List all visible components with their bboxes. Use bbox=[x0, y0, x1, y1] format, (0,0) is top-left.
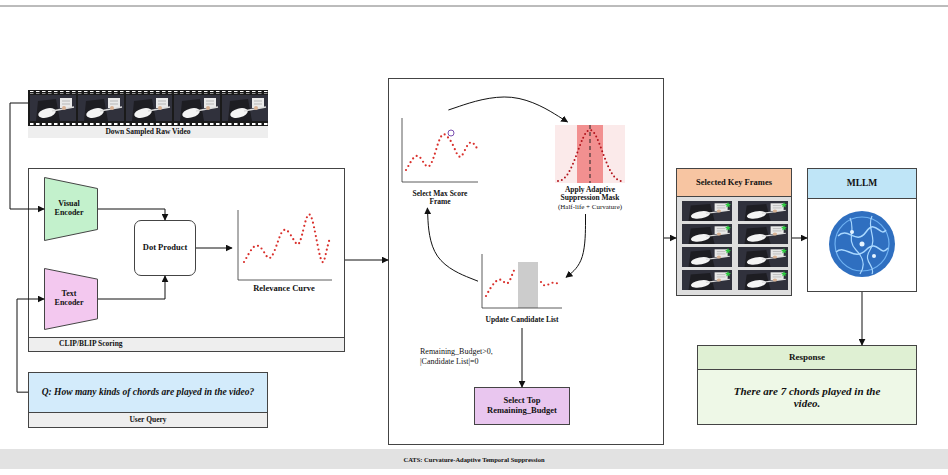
query-title: User Query bbox=[29, 412, 267, 427]
relevance-plot bbox=[238, 210, 239, 280]
film-strip bbox=[28, 123, 268, 126]
score-plot bbox=[402, 118, 478, 182]
film-strip bbox=[222, 95, 268, 121]
flow-arrow bbox=[427, 208, 478, 281]
encoder-label: Visual Encoder bbox=[47, 177, 91, 241]
query-box: Q: How many kinds of chords are played i… bbox=[28, 372, 268, 428]
score-plot bbox=[448, 130, 454, 136]
caption-band: CATS: Curvature-Adaptive Temporal Suppre… bbox=[0, 449, 948, 469]
flow-arrow bbox=[10, 103, 44, 209]
flow-arrow bbox=[792, 238, 807, 239]
trapezoid-outline bbox=[45, 178, 98, 241]
flow-arrow bbox=[345, 260, 388, 261]
candidate-plot bbox=[518, 262, 538, 308]
suppression-mask: Apply Adaptive Suppression Mask(Half-lif… bbox=[545, 122, 635, 214]
step-label: Apply Adaptive Suppression Mask bbox=[553, 185, 627, 203]
step-note: (Half-life + Curvature) bbox=[545, 203, 635, 213]
film-strip bbox=[78, 95, 124, 121]
top-rule bbox=[0, 6, 948, 7]
model-box: MLLM bbox=[807, 168, 917, 292]
keyframe-panel: Selected Key Frames bbox=[676, 168, 792, 296]
suppression-plot bbox=[555, 125, 625, 183]
chart-label: Select Max Score Frame bbox=[402, 188, 478, 208]
encoder-trapezoid: Visual Encoder bbox=[44, 177, 98, 241]
top-rule bbox=[0, 6, 948, 7]
suppression-plot bbox=[555, 125, 625, 183]
candidate-plot bbox=[482, 308, 562, 309]
encoder-trapezoid: Text Encoder bbox=[44, 268, 98, 330]
scoring-panel: Visual EncoderText Encoder Dot ProductRel… bbox=[28, 168, 345, 352]
video-strip: Down Sampled Raw Video bbox=[28, 88, 268, 138]
selection-loop: Select Max Score Frame Apply Adaptive Sup… bbox=[388, 78, 664, 445]
panel-title: MLLM bbox=[808, 169, 916, 199]
response-box: ResponseThere are 7 chords played in the… bbox=[697, 345, 917, 425]
process-label: Dot Product bbox=[135, 221, 195, 275]
flow-arrow bbox=[98, 209, 165, 220]
process-box: Dot Product bbox=[134, 220, 196, 276]
flow-arrow bbox=[566, 214, 586, 277]
score-chart: Select Max Score Frame bbox=[398, 110, 482, 208]
flow-arrow bbox=[98, 276, 165, 299]
score-plot bbox=[406, 134, 478, 170]
suppression-plot bbox=[577, 125, 603, 183]
relevance-chart: Relevance Curve bbox=[232, 203, 336, 295]
flow-arrow bbox=[448, 97, 567, 122]
film-strip bbox=[28, 91, 268, 94]
candidate-plot bbox=[486, 268, 516, 296]
edge-condition: Remaining_Budget>0, |Candidate List|=0 bbox=[420, 347, 516, 367]
panel-title: Selected Key Frames bbox=[677, 169, 791, 197]
candidate-chart: Update Candidate List bbox=[478, 250, 566, 328]
film-strip bbox=[30, 95, 76, 121]
film-strip bbox=[28, 90, 268, 126]
film-strip bbox=[174, 95, 220, 121]
panel-title: Response bbox=[698, 346, 916, 370]
film-strip bbox=[126, 95, 172, 121]
trapezoid-outline bbox=[45, 269, 98, 330]
flow-arrow bbox=[522, 328, 523, 387]
candidate-plot bbox=[482, 254, 483, 308]
flow-arrow bbox=[862, 292, 863, 345]
film-strip bbox=[28, 90, 268, 126]
flow-arrow bbox=[196, 248, 232, 249]
score-plot bbox=[402, 182, 478, 183]
query-text: Q: How many kinds of chords are played i… bbox=[29, 373, 267, 412]
chart-label: Update Candidate List bbox=[478, 314, 566, 326]
suppression-plot bbox=[558, 130, 622, 181]
suppression-plot bbox=[590, 125, 591, 183]
process-box: Select Top Remaining_Budget bbox=[474, 387, 570, 425]
flow-arrow bbox=[664, 238, 676, 239]
relevance-plot bbox=[244, 214, 330, 262]
strip-caption: Down Sampled Raw Video bbox=[28, 126, 268, 138]
chart-label: Relevance Curve bbox=[232, 283, 336, 295]
relevance-plot bbox=[238, 210, 332, 280]
panel-title: CLIP/BLIP Scoring bbox=[29, 337, 344, 351]
candidate-plot bbox=[541, 282, 560, 286]
candidate-plot bbox=[482, 254, 562, 308]
relevance-plot bbox=[238, 280, 332, 281]
score-plot bbox=[402, 118, 403, 182]
process-label: Select Top Remaining_Budget bbox=[475, 388, 569, 424]
response-text: There are 7 chords played in the video. bbox=[698, 370, 916, 424]
encoder-label: Text Encoder bbox=[47, 268, 91, 330]
